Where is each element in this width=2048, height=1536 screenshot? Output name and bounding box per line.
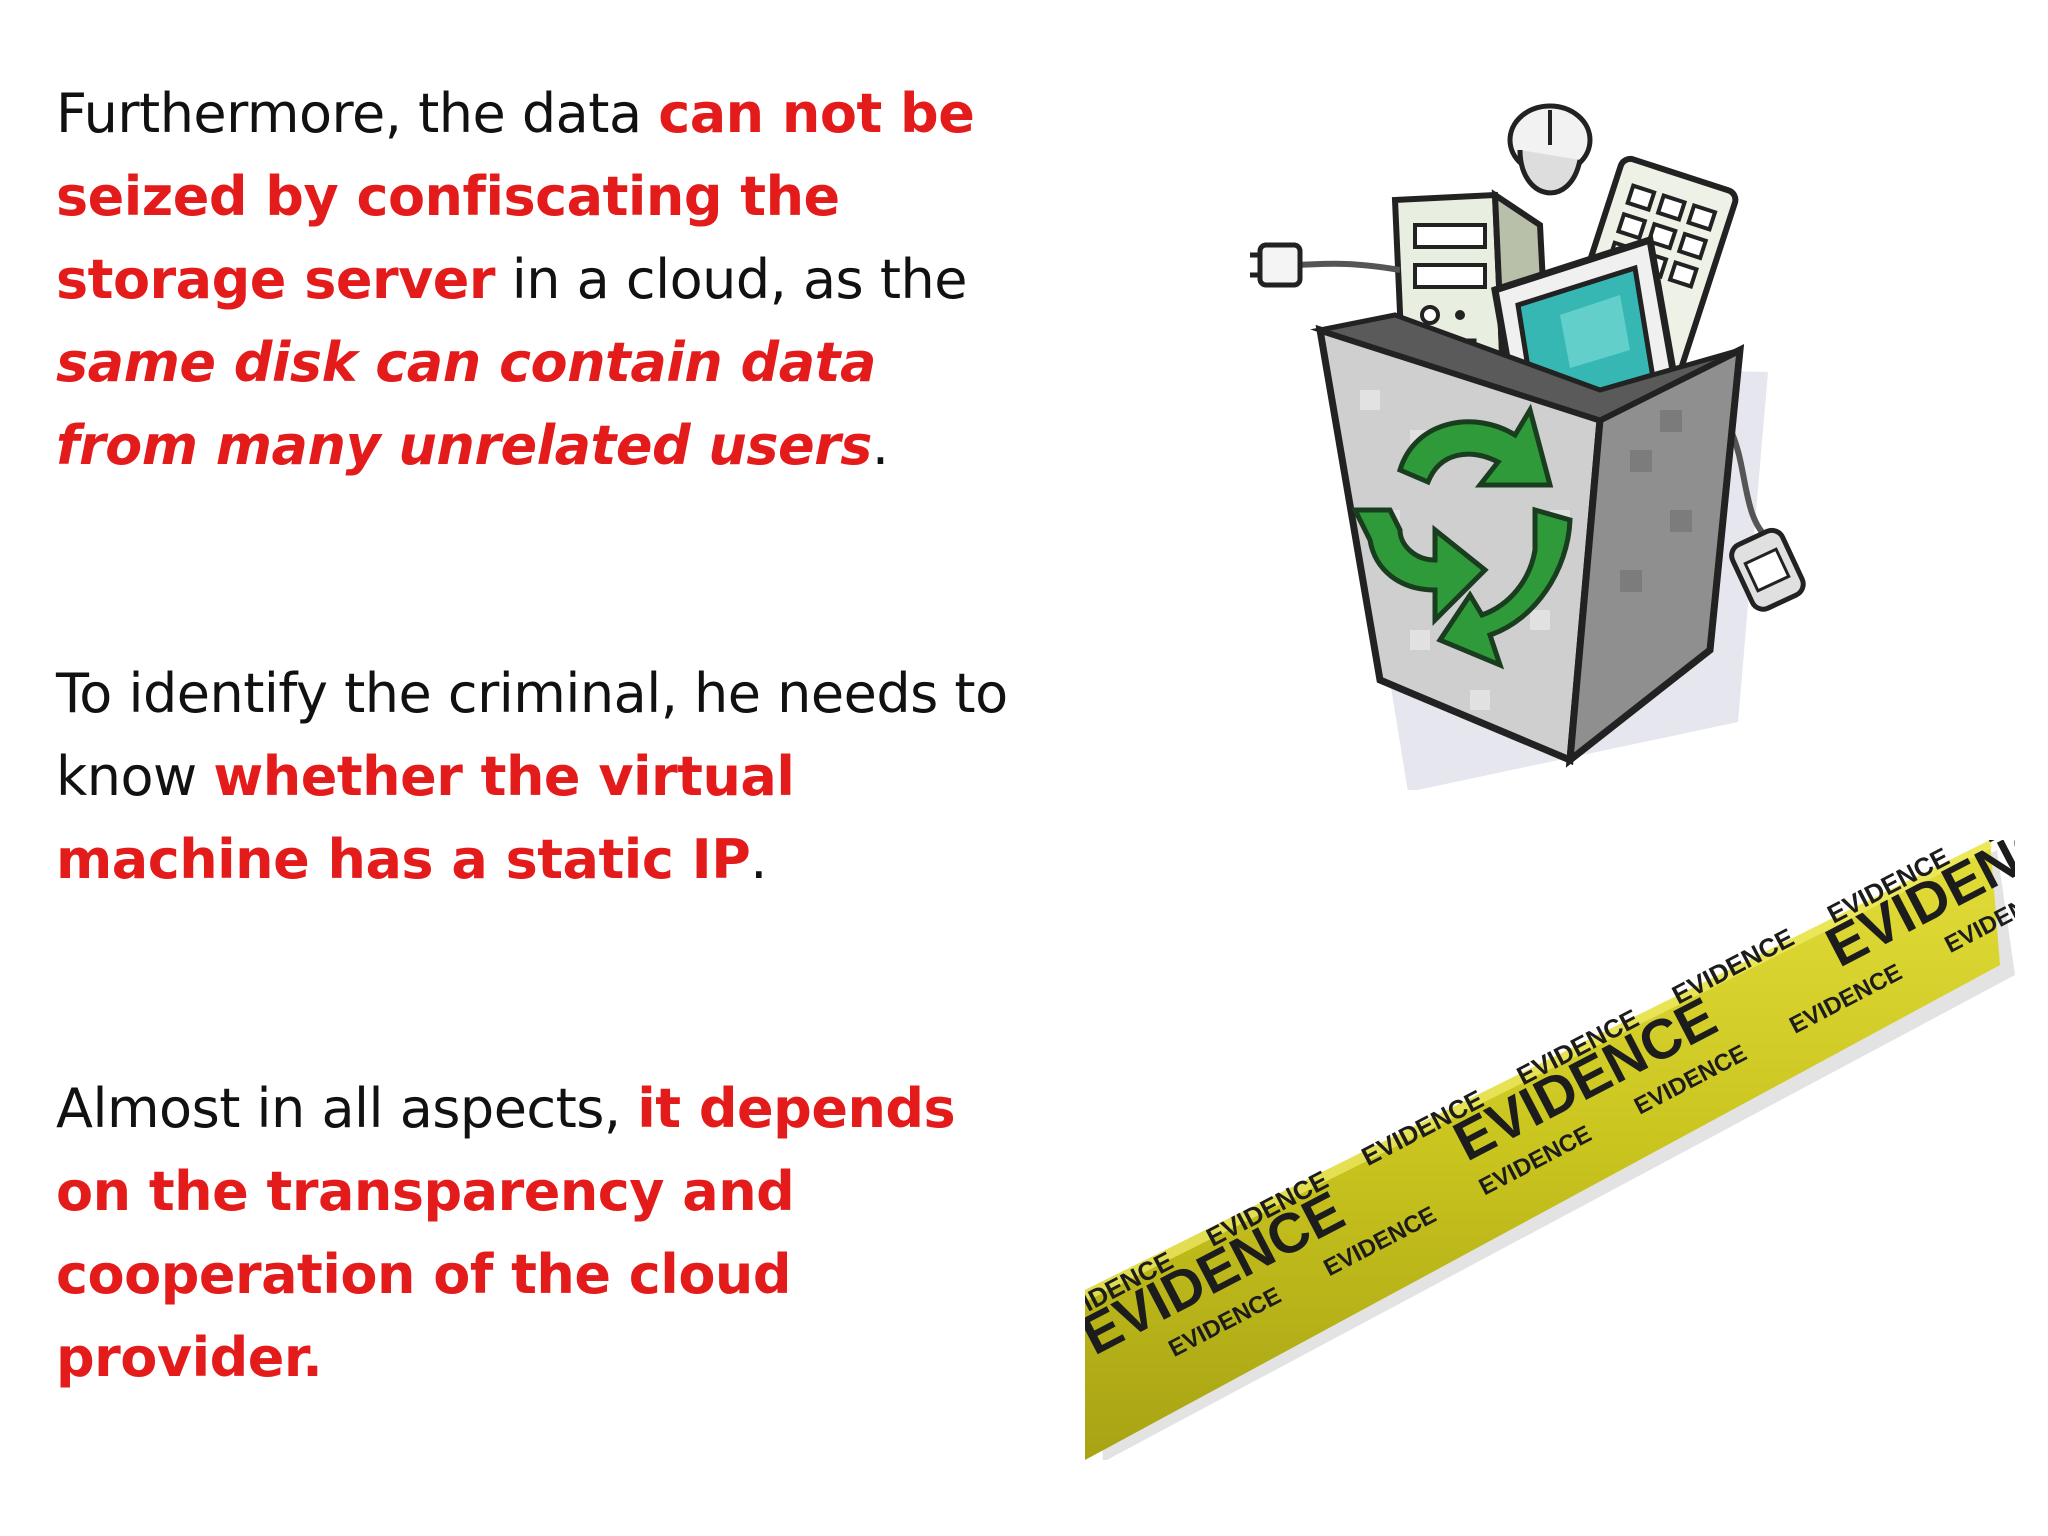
recycle-symbol-icon [1350, 403, 1573, 670]
recycle-bin-icon [1310, 312, 1745, 768]
tape-band [1085, 840, 2000, 1460]
mouse-icon [1507, 103, 1593, 196]
recycle-bin-computers-illustration [1250, 103, 1806, 790]
p1-text-1: Furthermore, the data [56, 82, 659, 145]
paragraph-identify-criminal: To identify the criminal, he needs to kn… [56, 652, 1016, 901]
tape-label-6: EVIDENCE [1977, 840, 2015, 848]
p1-text-3: . [871, 414, 889, 477]
p3-highlight-1: it depends on the transparency and coope… [56, 1077, 956, 1389]
paragraph-cloud-provider: Almost in all aspects, it depends on the… [56, 1067, 1016, 1399]
evidence-tape-svg: EVIDENCEEVIDENCEEVIDENCEEVIDENCEEVIDENCE… [1085, 840, 2015, 1460]
power-plug-icon [1250, 242, 1303, 288]
p1-highlight-1: can not be seized by confiscating the st… [56, 82, 975, 311]
p2-highlight-1: whether the virtual machine has a static… [56, 745, 795, 891]
paragraph-confiscation: Furthermore, the data can not be seized … [56, 72, 1016, 487]
p1-highlight-2: same disk can contain data from many unr… [56, 331, 876, 477]
connector-icon [1729, 527, 1806, 612]
p2-text-1: To identify the criminal, he needs to kn… [56, 662, 1008, 808]
p1-text-2: in a cloud, as the [495, 248, 968, 311]
p2-text-2: . [750, 828, 767, 891]
p3-text-1: Almost in all aspects, [56, 1077, 638, 1140]
